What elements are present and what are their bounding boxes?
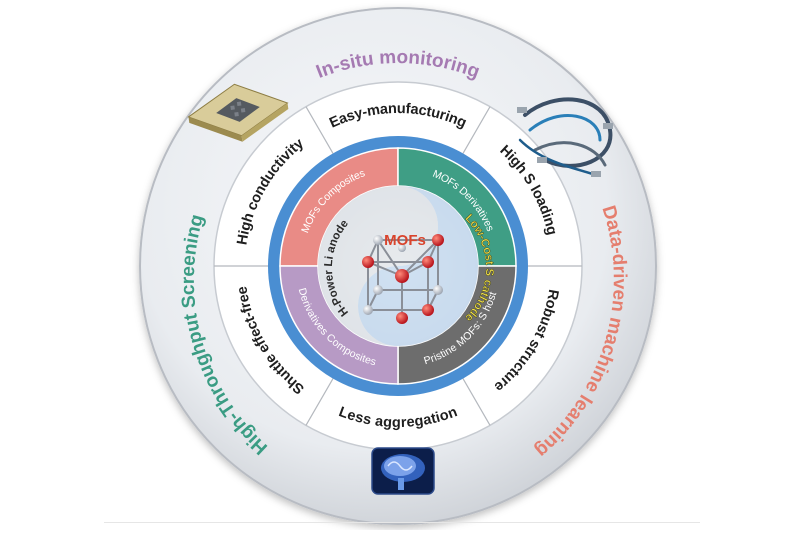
atoms	[362, 234, 444, 324]
swirl-shape	[358, 186, 478, 346]
ring-divider	[305, 106, 334, 154]
brain-icon	[371, 447, 435, 495]
network-icon	[517, 97, 613, 177]
chip-icon	[187, 83, 289, 142]
center-title: MOFs	[384, 232, 426, 249]
bottom-divider	[104, 522, 700, 523]
ring-divider	[305, 378, 334, 426]
ring-divider	[462, 378, 491, 426]
ring-divider	[462, 106, 491, 154]
middle-ring-dividers	[214, 106, 582, 426]
